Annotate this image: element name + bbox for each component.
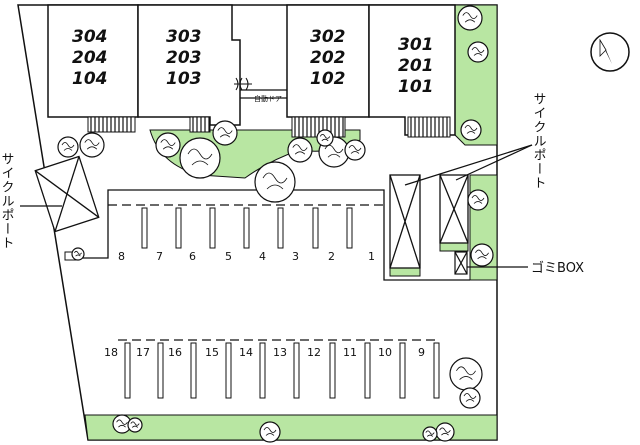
stall-divider	[277, 207, 284, 249]
unit-label: 103	[166, 69, 202, 89]
stall-number: 4	[259, 250, 266, 263]
tree-icon	[470, 243, 494, 267]
stall-number: 18	[104, 346, 118, 359]
unit-label: 203	[166, 48, 202, 68]
stall-divider	[259, 342, 266, 399]
cycle-port-left	[34, 155, 100, 233]
tree-icon	[316, 129, 334, 147]
unit-label: 104	[72, 69, 108, 89]
stall-divider	[141, 207, 148, 249]
building-02	[286, 4, 370, 118]
tree-icon	[127, 417, 143, 433]
garbage-box	[454, 251, 468, 275]
parking-aisle-lines	[108, 204, 440, 341]
tree-icon	[422, 426, 438, 442]
tree-icon	[71, 247, 85, 261]
stall-number: 9	[418, 346, 425, 359]
tree-icon	[57, 136, 79, 158]
stall-divider	[124, 342, 131, 399]
balcony-hatching	[87, 116, 451, 138]
cycle-port-right	[389, 174, 469, 269]
unit-label: 204	[72, 48, 108, 68]
stalls-top	[141, 207, 353, 249]
stall-number: 6	[189, 250, 196, 263]
tree-icon	[155, 132, 181, 158]
unit-label: 303	[166, 27, 202, 47]
tree-icon	[259, 421, 281, 443]
parking-boundary	[65, 189, 470, 281]
stall-divider	[175, 207, 182, 249]
garbage-box-label: ゴミBOX	[531, 260, 584, 276]
stall-divider	[243, 207, 250, 249]
tree-icon	[460, 119, 482, 141]
unit-label: 301	[398, 35, 434, 55]
stall-number: 2	[328, 250, 335, 263]
stall-divider	[209, 207, 216, 249]
stall-number: 17	[136, 346, 150, 359]
tree-icon	[287, 137, 313, 163]
stall-divider	[190, 342, 197, 399]
stall-divider	[399, 342, 406, 399]
tree-icon	[212, 120, 238, 146]
building-03	[137, 4, 241, 126]
tree-icon	[254, 161, 296, 203]
tree-icon	[457, 5, 483, 31]
tree-icon	[435, 422, 455, 442]
stall-divider	[364, 342, 371, 399]
stall-number: 10	[378, 346, 392, 359]
unit-label: 201	[398, 56, 434, 76]
stall-number: 8	[118, 250, 125, 263]
stall-number: 15	[205, 346, 219, 359]
stall-number: 3	[292, 250, 299, 263]
tree-icon	[112, 414, 132, 434]
tree-icon	[449, 357, 483, 391]
stalls-bottom	[124, 342, 440, 399]
unit-labels: 304 204 104 303 203 103 302 202 102 301 …	[72, 27, 434, 97]
tree-icon	[459, 387, 481, 409]
tree-icon	[179, 137, 221, 179]
unit-label: 302	[310, 27, 346, 47]
stall-divider	[346, 207, 353, 249]
stall-numbers-top: 8 7 6 5 4 3 2 1	[118, 250, 375, 263]
stall-divider	[157, 342, 164, 399]
auto-door-label: 自動ドア	[254, 94, 282, 103]
cycle-port-right-label: サイクルポート	[531, 92, 546, 190]
stall-number: 11	[343, 346, 357, 359]
tree-icon	[467, 189, 489, 211]
stall-divider	[312, 207, 319, 249]
stall-number: 1	[368, 250, 375, 263]
callout-lines	[20, 144, 533, 268]
building-04	[47, 4, 139, 118]
unit-label: 202	[310, 48, 346, 68]
unit-label: 101	[398, 77, 434, 97]
stall-number: 13	[273, 346, 287, 359]
stall-number: 7	[156, 250, 163, 263]
stall-divider	[433, 342, 440, 399]
auto-door-icon	[234, 77, 252, 91]
unit-label: 304	[72, 27, 108, 47]
stall-number: 12	[307, 346, 321, 359]
tree-icon	[344, 139, 366, 161]
stall-divider	[329, 342, 336, 399]
stall-divider	[225, 342, 232, 399]
entrance	[240, 89, 287, 99]
stall-number: 5	[225, 250, 232, 263]
stall-number: 16	[168, 346, 182, 359]
tree-icon	[467, 41, 489, 63]
trees	[57, 5, 494, 443]
building-01	[368, 4, 456, 136]
north-arrow-icon	[590, 32, 630, 72]
unit-label: 102	[310, 69, 346, 89]
stall-number: 14	[239, 346, 253, 359]
buildings	[47, 4, 456, 136]
cycle-port-left-label: サイクルポート	[0, 152, 14, 250]
tree-icon	[79, 132, 105, 158]
stall-divider	[293, 342, 300, 399]
stall-numbers-bottom: 18 17 16 15 14 13 12 11 10 9	[104, 346, 425, 359]
